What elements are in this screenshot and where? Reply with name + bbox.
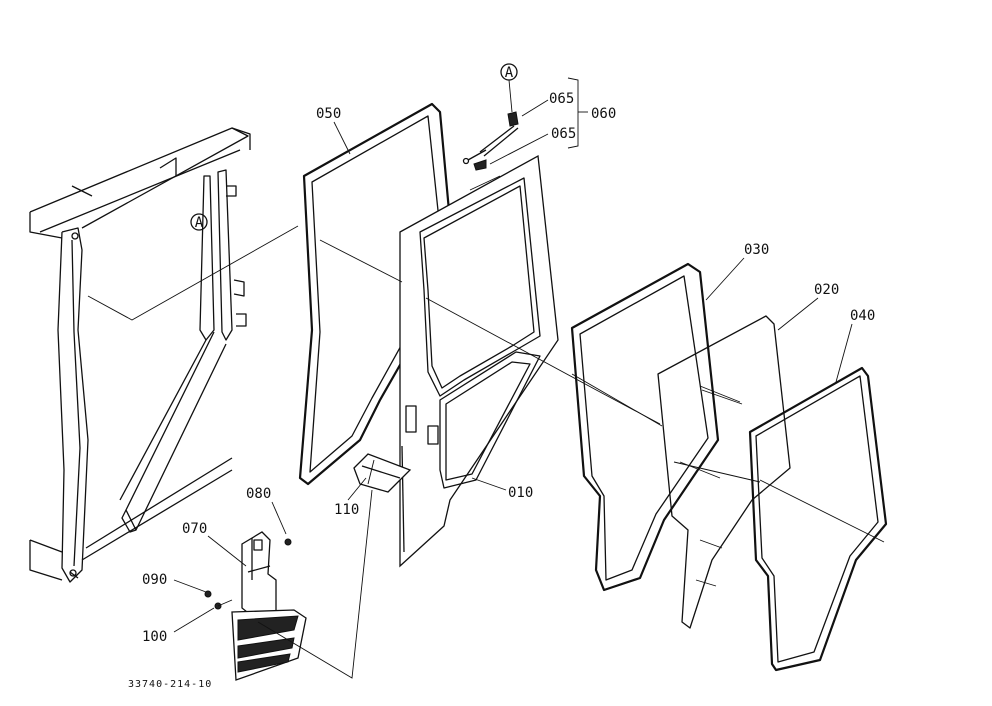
label-050: 050 <box>316 106 341 122</box>
label-070: 070 <box>182 521 207 537</box>
part-020-glass <box>657 315 791 629</box>
part-070-step-bracket <box>204 531 307 681</box>
label-060: 060 <box>591 106 616 122</box>
part-labels: 050 065 060 065 030 020 040 010 110 080 … <box>128 91 875 690</box>
label-090: 090 <box>142 572 167 588</box>
label-110: 110 <box>334 502 359 518</box>
cab-frame: A <box>29 127 251 583</box>
part-030-seal <box>570 262 720 592</box>
leader-lines <box>173 121 853 633</box>
label-080: 080 <box>246 486 271 502</box>
label-065-bottom: 065 <box>551 126 576 142</box>
label-010: 010 <box>508 485 533 501</box>
label-020: 020 <box>814 282 839 298</box>
ref-marker-a-frame: A <box>195 215 204 231</box>
label-065-top: 065 <box>549 91 574 107</box>
label-100: 100 <box>142 629 167 645</box>
part-050-seal <box>298 102 458 486</box>
label-040: 040 <box>850 308 875 324</box>
drawing-number: 33740-214-10 <box>128 679 212 690</box>
part-040-seal <box>748 366 888 672</box>
part-060-gas-strut: A <box>462 63 588 191</box>
ref-marker-a-strut: A <box>505 65 514 81</box>
label-030: 030 <box>744 242 769 258</box>
guide-lines <box>87 225 885 679</box>
part-010-door <box>399 154 559 568</box>
